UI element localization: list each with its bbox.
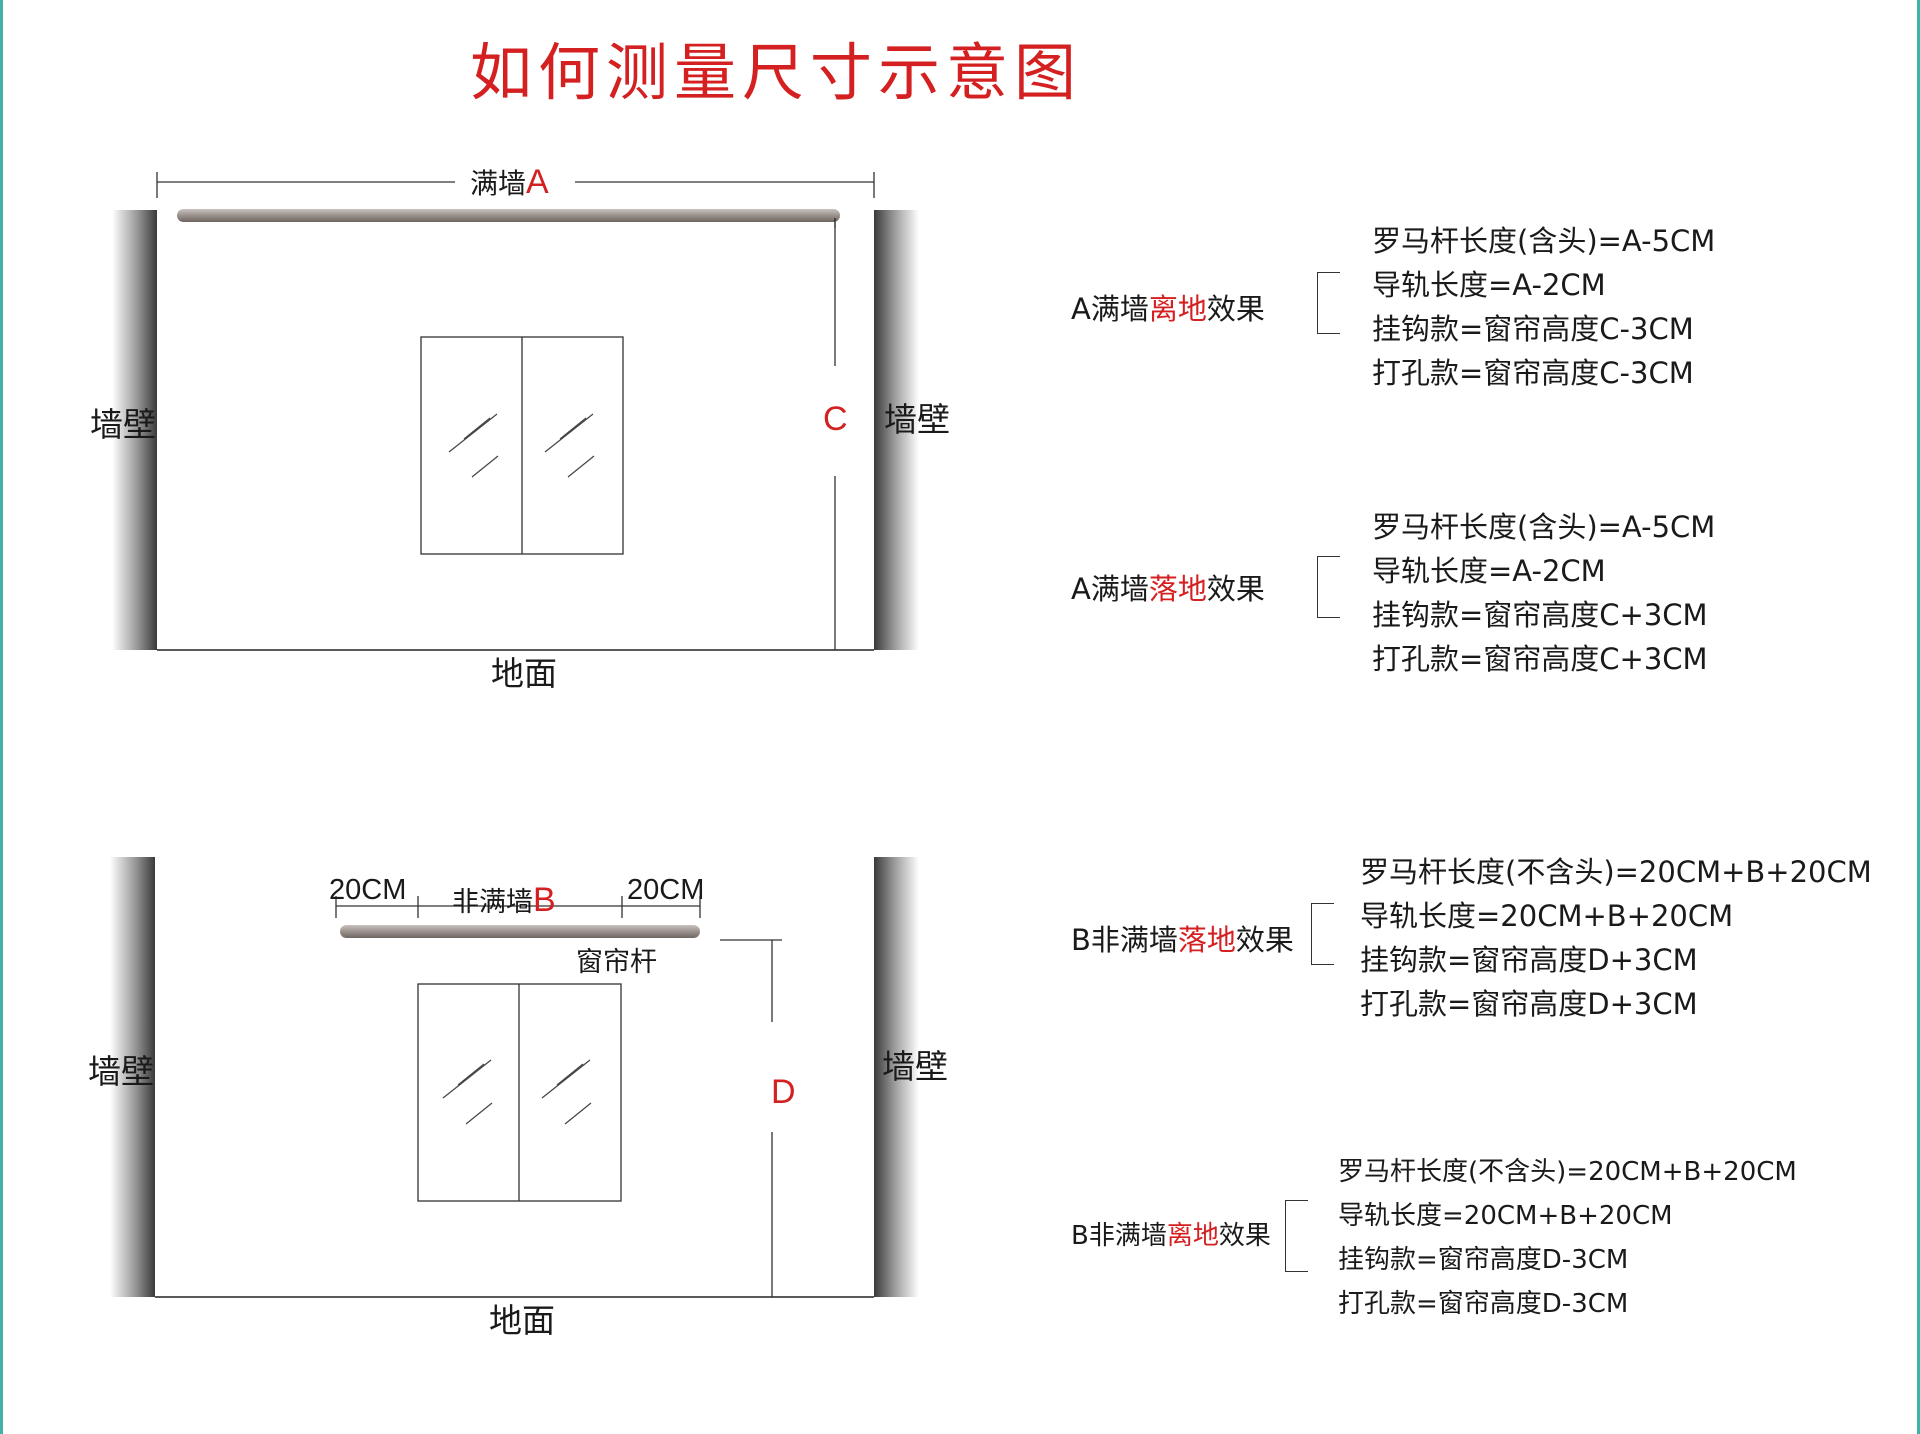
formula-item: 打孔款=窗帘高度D-3CM bbox=[1338, 1289, 1629, 1319]
bottom-dim-label: 非满墙B bbox=[452, 880, 556, 920]
top-height-letter-c: C bbox=[823, 400, 848, 438]
bottom-curtain-rod bbox=[340, 925, 700, 938]
formula-list: 罗马杆长度(含头)=A-5CM 导轨长度=A-2CM 挂钩款=窗帘高度C-3CM… bbox=[1372, 219, 1715, 395]
top-window-glare bbox=[544, 413, 594, 453]
top-wall-right-label: 墙壁 bbox=[884, 400, 950, 439]
group-label-highlight: 落地 bbox=[1148, 572, 1207, 606]
formula-item: 挂钩款=窗帘高度C-3CM bbox=[1372, 312, 1694, 346]
bottom-margin-right-label: 20CM bbox=[627, 874, 705, 906]
formula-item: 打孔款=窗帘高度D+3CM bbox=[1360, 987, 1698, 1021]
group-label: A满墙离地效果 bbox=[1071, 286, 1265, 328]
group-label-prefix: A满墙 bbox=[1071, 572, 1149, 606]
group-label-suffix: 效果 bbox=[1206, 292, 1265, 326]
bottom-window-glare bbox=[541, 1059, 591, 1099]
bottom-dim-letter-b: B bbox=[533, 881, 556, 919]
bottom-window-glare bbox=[564, 1102, 592, 1125]
formula-item: 导轨长度=A-2CM bbox=[1372, 268, 1606, 302]
bottom-window-glare bbox=[556, 1063, 584, 1086]
top-window-glare bbox=[448, 413, 498, 453]
bottom-window-glare bbox=[465, 1102, 493, 1125]
formula-list: 罗马杆长度(不含头)=20CM+B+20CM 导轨长度=20CM+B+20CM … bbox=[1360, 850, 1872, 1026]
formula-item: 挂钩款=窗帘高度D+3CM bbox=[1360, 943, 1698, 977]
formula-item: 打孔款=窗帘高度C+3CM bbox=[1372, 642, 1708, 676]
bottom-diagram bbox=[110, 857, 919, 1298]
top-floor-label: 地面 bbox=[491, 654, 557, 693]
top-dim-letter-a: A bbox=[526, 163, 549, 201]
top-curtain-rod bbox=[177, 209, 840, 222]
bottom-window-glare bbox=[457, 1063, 485, 1086]
group-bracket bbox=[1317, 272, 1340, 334]
bottom-floor-label: 地面 bbox=[489, 1301, 555, 1340]
group-label-suffix: 效果 bbox=[1235, 923, 1294, 957]
top-wall-left-label: 墙壁 bbox=[90, 405, 156, 444]
top-window-glare bbox=[471, 455, 499, 478]
top-wall-left bbox=[112, 210, 157, 650]
top-dim-label: 满墙A bbox=[470, 162, 549, 202]
group-label: B非满墙离地效果 bbox=[1071, 1215, 1271, 1252]
bottom-wall-right-label: 墙壁 bbox=[882, 1047, 948, 1086]
group-label-prefix: B非满墙 bbox=[1071, 923, 1178, 957]
formula-list: 罗马杆长度(不含头)=20CM+B+20CM 导轨长度=20CM+B+20CM … bbox=[1338, 1150, 1797, 1326]
group-label-prefix: B非满墙 bbox=[1071, 1221, 1167, 1251]
bottom-wall-left-label: 墙壁 bbox=[88, 1052, 154, 1091]
frame-left-edge bbox=[0, 0, 3, 1434]
bottom-margin-left-label: 20CM bbox=[329, 874, 407, 906]
page-title: 如何测量尺寸示意图 bbox=[470, 36, 1083, 109]
group-label-highlight: 落地 bbox=[1177, 923, 1236, 957]
formula-item: 挂钩款=窗帘高度D-3CM bbox=[1338, 1245, 1629, 1275]
formula-item: 罗马杆长度(不含头)=20CM+B+20CM bbox=[1360, 855, 1872, 889]
group-bracket bbox=[1285, 1200, 1308, 1272]
bottom-wall-right bbox=[874, 857, 919, 1297]
curtain-rod-label: 窗帘杆 bbox=[576, 947, 657, 978]
group-label-highlight: 离地 bbox=[1166, 1221, 1219, 1251]
formula-item: 罗马杆长度(不含头)=20CM+B+20CM bbox=[1338, 1157, 1797, 1187]
group-label: B非满墙落地效果 bbox=[1071, 917, 1294, 959]
frame-right-edge bbox=[1917, 0, 1920, 1434]
formula-item: 导轨长度=A-2CM bbox=[1372, 554, 1606, 588]
formula-item: 打孔款=窗帘高度C-3CM bbox=[1372, 356, 1694, 390]
top-window-glare bbox=[567, 455, 595, 478]
group-label-suffix: 效果 bbox=[1206, 572, 1265, 606]
top-window-glare bbox=[559, 417, 587, 440]
top-diagram bbox=[112, 172, 919, 651]
bottom-height-letter-d: D bbox=[771, 1073, 796, 1111]
top-dim-label-prefix: 满墙 bbox=[470, 167, 527, 200]
bottom-wall-left bbox=[110, 857, 155, 1297]
group-label: A满墙落地效果 bbox=[1071, 566, 1265, 608]
formula-list: 罗马杆长度(含头)=A-5CM 导轨长度=A-2CM 挂钩款=窗帘高度C+3CM… bbox=[1372, 505, 1715, 681]
bottom-dim-label-prefix: 非满墙 bbox=[452, 887, 533, 918]
group-label-highlight: 离地 bbox=[1148, 292, 1207, 326]
formula-item: 挂钩款=窗帘高度C+3CM bbox=[1372, 598, 1708, 632]
bottom-window-glare bbox=[442, 1059, 492, 1099]
group-bracket bbox=[1317, 556, 1340, 618]
formula-item: 导轨长度=20CM+B+20CM bbox=[1360, 899, 1734, 933]
formula-item: 导轨长度=20CM+B+20CM bbox=[1338, 1201, 1673, 1231]
group-label-prefix: A满墙 bbox=[1071, 292, 1149, 326]
group-label-suffix: 效果 bbox=[1218, 1221, 1271, 1251]
top-window-glare bbox=[463, 417, 491, 440]
top-wall-right bbox=[874, 210, 919, 650]
group-bracket bbox=[1311, 903, 1334, 965]
formula-item: 罗马杆长度(含头)=A-5CM bbox=[1372, 510, 1716, 544]
formula-item: 罗马杆长度(含头)=A-5CM bbox=[1372, 224, 1716, 258]
